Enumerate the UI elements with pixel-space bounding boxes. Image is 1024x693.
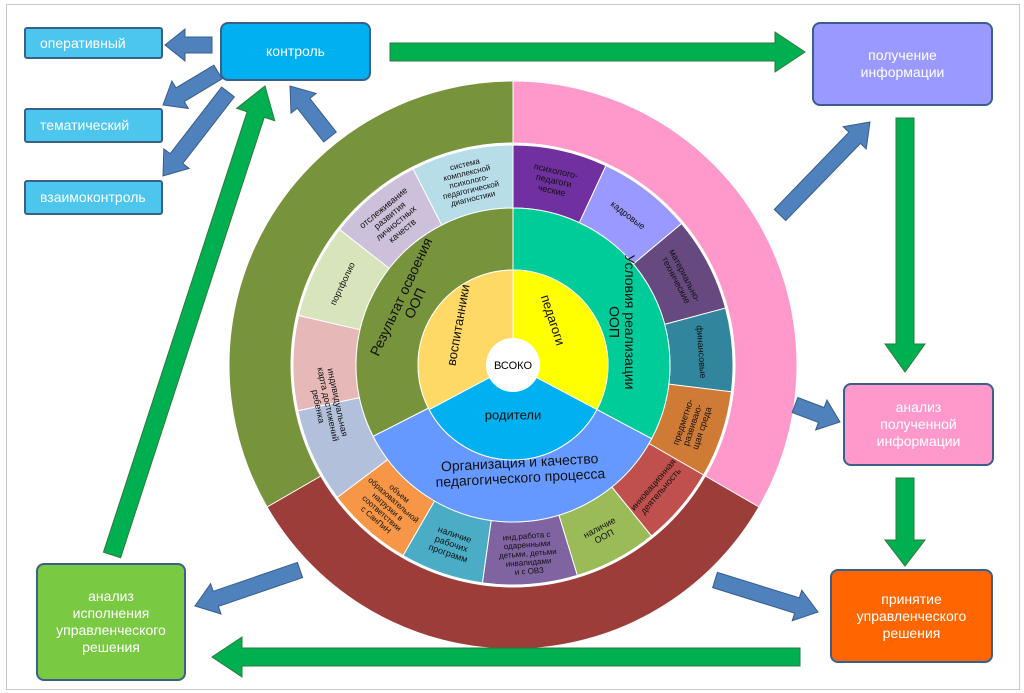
inner-ring-1 — [428, 364, 598, 461]
exec-analysis-box: анализ исполнения управленческого решени… — [36, 563, 186, 681]
label-line: родители — [485, 408, 541, 423]
arrow-circle-to-analysis — [791, 396, 841, 431]
info-analysis-box: анализ полученной информации — [843, 383, 994, 466]
outer-ring-process — [266, 475, 760, 650]
arrow-circle-to-control — [289, 85, 337, 143]
arrow-control-to-info — [389, 31, 806, 73]
arrow-circle-to-exec — [194, 561, 304, 615]
arrow-control-to-operative — [164, 27, 213, 63]
conditions-label: Условия реализацииООП — [606, 254, 637, 389]
arrow-circle-to-decision — [712, 571, 819, 622]
segment-label: финансовые — [695, 325, 709, 379]
operative-label: оперативный — [40, 34, 126, 51]
decision-label: принятие управленческого решения — [856, 590, 967, 641]
arrow-control-to-mutual — [162, 86, 236, 177]
thematic-label: тематический — [40, 117, 130, 133]
info-analysis-label: анализ полученной информации — [876, 399, 961, 449]
mutual-control-label: взаимоконтроль — [40, 189, 146, 205]
operative-box: оперативный — [24, 27, 163, 59]
arrow-circle-to-info — [773, 121, 871, 222]
info-get-box: получение информации — [812, 22, 993, 106]
control-label: контроль — [266, 43, 325, 59]
segment-label: инд.работа содареннымидетьми, детьмиинва… — [497, 529, 558, 578]
center-label: ВСОКО — [494, 360, 533, 372]
exec-analysis-label: анализ исполнения управленческого решени… — [56, 588, 166, 655]
parents-label: родители — [485, 408, 541, 423]
label-line: ООП — [606, 306, 622, 338]
diagram-frame — [6, 4, 1020, 690]
label-line: Условия реализации — [622, 254, 638, 389]
label-line: и с ОВЗ — [514, 566, 544, 577]
info-get-label: получение информации — [860, 47, 945, 80]
arrow-control-to-thematic — [162, 64, 223, 110]
outer-ring-conditions — [512, 80, 798, 508]
arrow-info-to-analysis — [884, 117, 926, 373]
arrow-exec-to-control — [102, 85, 276, 559]
control-box: контроль — [220, 22, 371, 81]
decision-box: принятие управленческого решения — [830, 569, 993, 663]
outer-ring-results — [228, 80, 514, 508]
thematic-box: тематический — [24, 108, 163, 143]
label-line: инвалидами — [505, 556, 551, 569]
mutual-control-box: взаимоконтроль — [24, 180, 163, 215]
label-line: финансовые — [695, 325, 709, 379]
arrow-analysis-to-decision — [883, 477, 927, 567]
label-line: инд.работа с — [502, 530, 550, 543]
label-line: одаренными — [503, 539, 550, 552]
arrow-decision-to-exec — [211, 636, 801, 678]
center-circle — [486, 338, 540, 392]
